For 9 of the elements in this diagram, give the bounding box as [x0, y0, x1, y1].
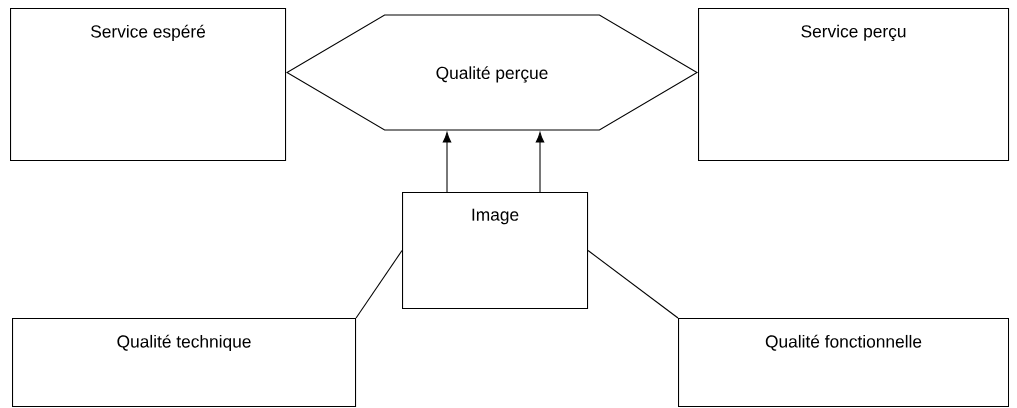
arrow: [442, 132, 452, 193]
arrow: [535, 132, 545, 193]
process-box: Qualité technique: [12, 318, 357, 408]
process-box: Service espéré: [10, 8, 287, 162]
connector-line: [587, 250, 679, 319]
process-box: Image: [402, 192, 589, 310]
process-box: Service perçu: [698, 8, 1010, 162]
process-box: Qualité fonctionnelle: [678, 318, 1010, 408]
connector-line: [355, 250, 403, 319]
